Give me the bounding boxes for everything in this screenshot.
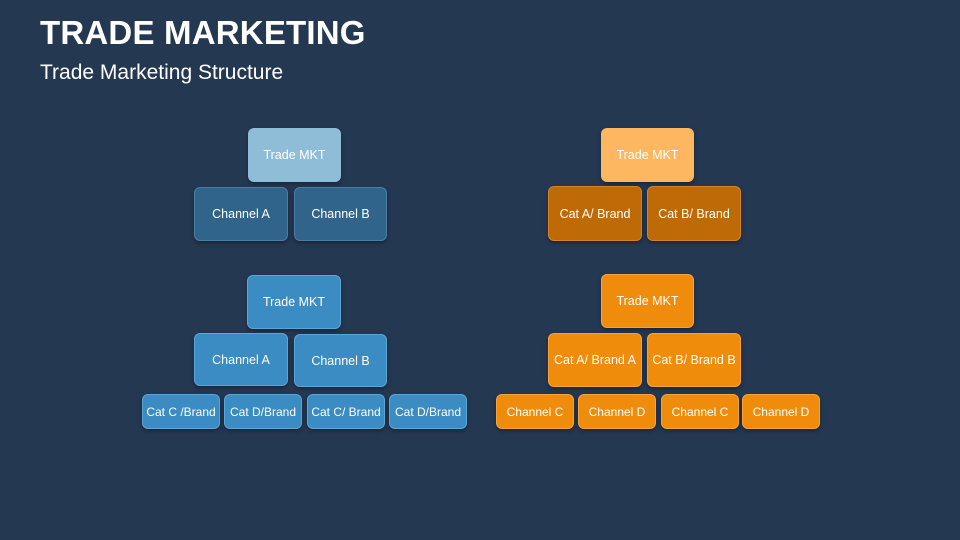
page-subtitle: Trade Marketing Structure [40,61,284,84]
node-root: Trade MKT [601,274,694,328]
node-leaf: Channel C [661,394,739,429]
node-child: Channel B [294,187,387,241]
node-leaf: Channel D [578,394,656,429]
node-child: Cat B/ Brand [647,186,741,241]
node-leaf: Cat D/Brand [224,394,302,429]
node-child: Cat A/ Brand [548,186,642,241]
node-child: Cat A/ Brand A [548,333,642,387]
node-root: Trade MKT [248,128,341,182]
page-title: TRADE MARKETING [40,14,366,51]
node-child: Channel B [294,334,387,387]
node-leaf: Channel C [496,394,574,429]
node-root: Trade MKT [247,275,341,329]
node-root: Trade MKT [601,128,694,182]
node-leaf: Channel D [742,394,820,429]
node-leaf: Cat D/Brand [389,394,467,429]
node-child: Channel A [194,333,288,386]
node-child: Cat B/ Brand B [647,333,741,387]
node-child: Channel A [194,187,288,241]
node-leaf: Cat C /Brand [142,394,220,429]
node-leaf: Cat C/ Brand [307,394,385,429]
